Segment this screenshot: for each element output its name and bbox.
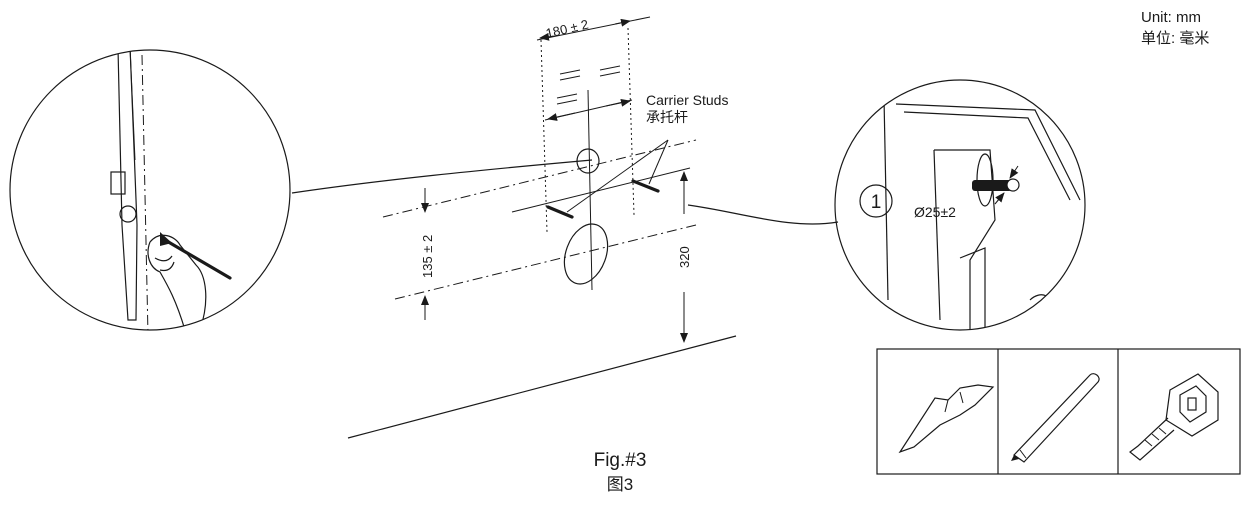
floor-line <box>347 335 737 439</box>
dimension-135: 135 ± 2 <box>420 235 435 278</box>
dimension-180: 180 ± 2 <box>544 17 590 41</box>
utility-knife-icon <box>898 384 995 454</box>
carrier-studs-label-zh: 承托杆 <box>646 109 688 125</box>
dimension-320: 320 <box>677 246 692 268</box>
center-drawing <box>382 16 697 343</box>
tools-panel <box>876 348 1241 475</box>
figure-caption-zh: 图3 <box>607 475 633 494</box>
connector-line-left <box>291 159 593 194</box>
tape-measure-icon <box>1129 373 1219 461</box>
callout-number: 1 <box>871 192 882 213</box>
connector-line-right <box>687 204 839 225</box>
unit-label: Unit: mm <box>1141 9 1201 26</box>
carrier-studs-label: Carrier Studs <box>646 92 728 108</box>
right-detail-circle <box>834 79 1086 331</box>
figure-caption: Fig.#3 <box>594 450 647 471</box>
unit-label-zh: 单位: 毫米 <box>1141 29 1209 47</box>
diameter-label: Ø25±2 <box>914 204 956 220</box>
callout-circle <box>859 184 893 218</box>
pencil-icon <box>1011 373 1100 463</box>
left-detail-circle <box>9 49 291 331</box>
